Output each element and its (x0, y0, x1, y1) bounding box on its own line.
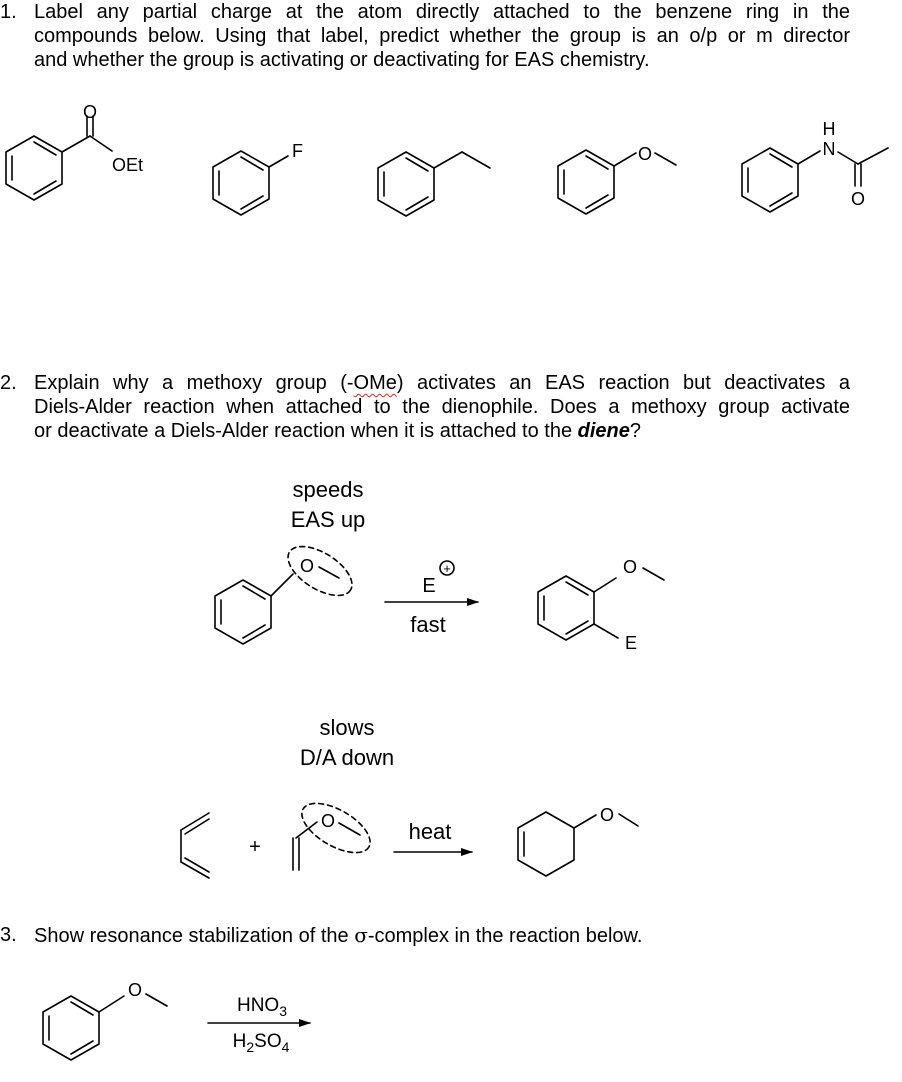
fluorine-label: F (292, 141, 303, 161)
question-2-number: 2. (0, 372, 17, 394)
question-2-line-2: Diels-Alder reaction when attached to th… (34, 396, 850, 418)
slows-da-down-note: slows D/A down (299, 715, 395, 770)
nitration-reagent-top: HNO3 (236, 995, 288, 1019)
amide-o-label: O (851, 189, 865, 209)
eas-product-e-label: E (625, 633, 637, 653)
question-2-line-3-end: ? (629, 420, 641, 442)
da-product-o-label: O (600, 805, 614, 825)
eas-reactant-structure (214, 566, 340, 645)
question-1-line-3: and whether the group is activating or d… (34, 49, 650, 71)
amide-h-label: H (823, 119, 836, 139)
oet-label: OEt (112, 155, 143, 175)
question-3-text-end: -complex in the reaction below. (367, 925, 643, 947)
question-1-line-2: compounds below. Using that label, predi… (34, 25, 850, 47)
methoxy-highlight-eas (287, 545, 353, 597)
da-condition-label: heat (408, 819, 452, 844)
question-3: 3. Show resonance stabilization of the σ… (0, 923, 902, 949)
question-3-number: 3. (0, 924, 17, 946)
ethyl-benzoate-structure (5, 115, 113, 201)
anisole-structure (557, 149, 677, 215)
fluorobenzene-structure (212, 150, 289, 216)
question-2: 2. Explain why a methoxy group (-OMe) ac… (0, 371, 902, 447)
nitration-o-label: O (128, 980, 142, 1000)
da-product-structure (517, 811, 639, 877)
nitration-reagent-bottom: H2SO4 (232, 1031, 290, 1055)
positive-charge-circle (439, 560, 455, 576)
question-2-line-1-end: ) activates an EAS reaction but deactiva… (396, 372, 850, 394)
butadiene-structure (180, 812, 210, 879)
question-2-line-1: Explain why a methoxy group (-OMe) activ… (34, 371, 850, 395)
diene-emphasis: diene (577, 420, 630, 442)
speeds-eas-up-note: speeds EAS up (290, 477, 366, 532)
dienophile-structure (292, 821, 361, 871)
question-2-text: Explain why a methoxy group (-OMe) activ… (34, 371, 850, 443)
question-2-line-1-start: Explain why a methoxy group (- (34, 372, 354, 394)
question-1-text: Label any partial charge at the atom dir… (34, 0, 850, 72)
amide-n-label: N (823, 139, 836, 159)
nitration-reactant-structure (42, 993, 168, 1061)
da-plus-sign: + (249, 836, 261, 858)
eas-product-o-label: O (623, 557, 637, 577)
alkylbenzene-structure (377, 151, 491, 217)
eas-product-structure (537, 567, 665, 641)
question-2-line-3-start: or deactivate a Diels-Alder reaction whe… (34, 420, 578, 442)
methoxy-highlight-da (301, 802, 371, 854)
carbonyl-o-label: O (83, 102, 97, 122)
dienophile-o-label: O (321, 811, 335, 831)
acetanilide-structure (741, 147, 889, 213)
ether-o-label: O (638, 144, 652, 164)
question-1-number: 1. (0, 1, 17, 23)
question-1-line-1: Label any partial charge at the atom dir… (34, 1, 850, 23)
sigma-symbol: σ (354, 923, 368, 947)
question-3-text-start: Show resonance stabilization of the (34, 925, 355, 947)
question-3-text: Show resonance stabilization of the σ-co… (34, 923, 850, 948)
ome-misspelling-underline: OMe (353, 372, 397, 394)
eas-condition-label: fast (410, 612, 446, 637)
question-1: 1. Label any partial charge at the atom … (0, 0, 902, 76)
eas-reactant-o-label: O (300, 556, 314, 576)
question-2-line-3: or deactivate a Diels-Alder reaction whe… (34, 419, 850, 443)
electrophile-e-label: E (422, 575, 435, 597)
positive-charge-sign: + (443, 561, 451, 576)
